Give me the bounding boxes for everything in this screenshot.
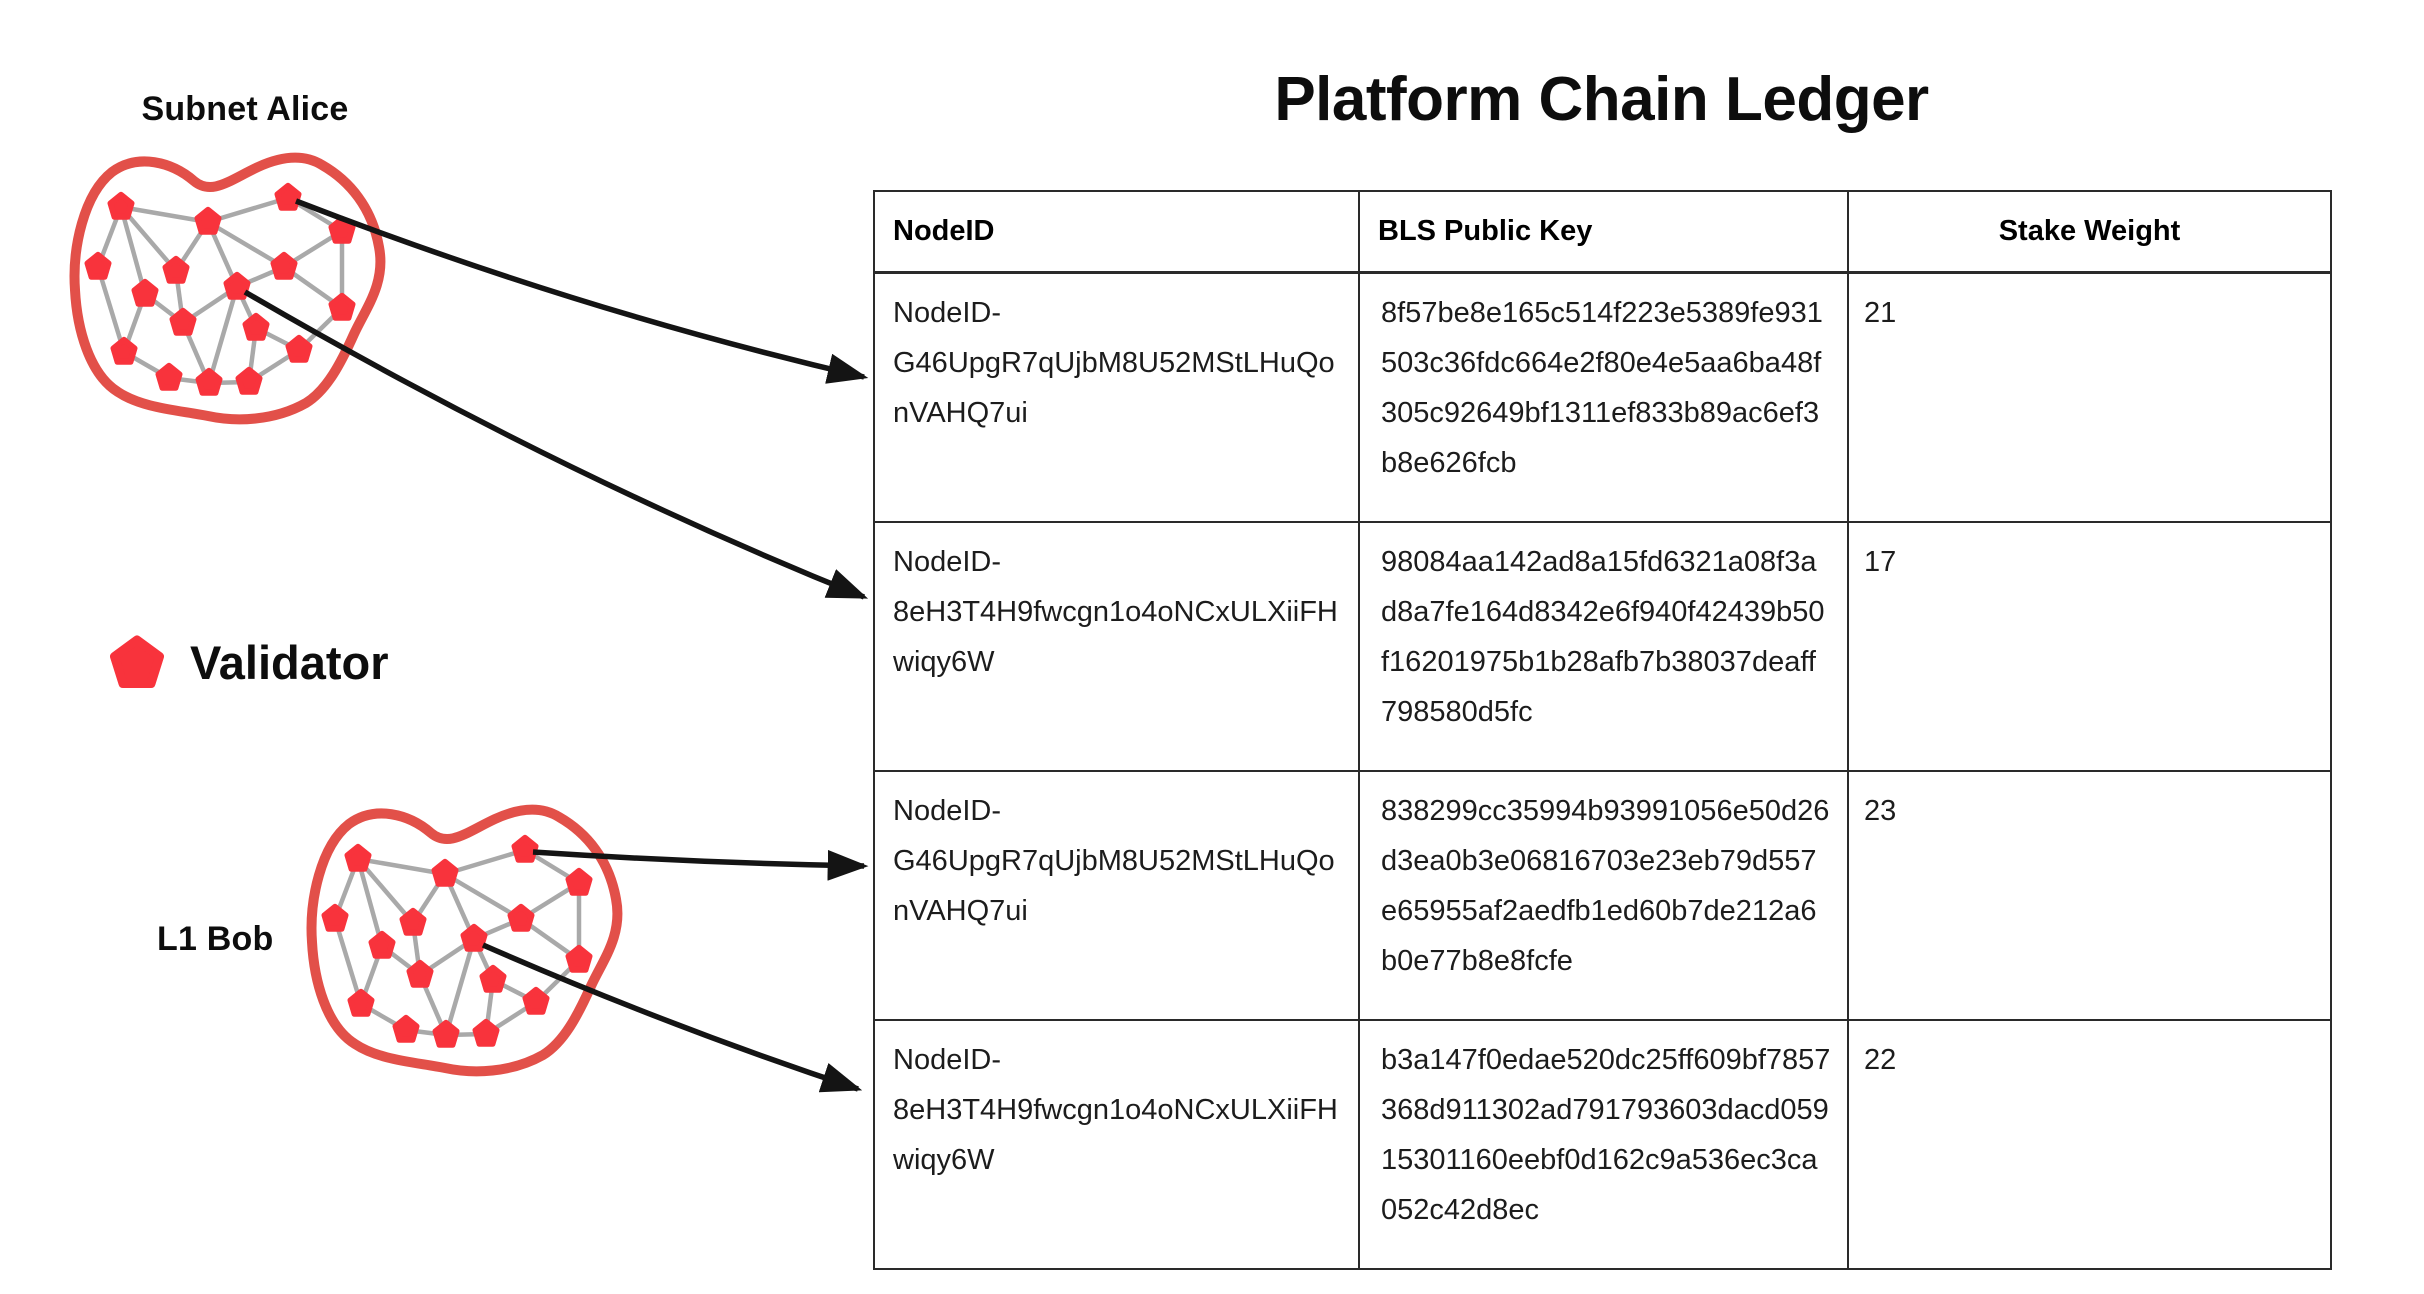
l1-bob-network bbox=[306, 804, 623, 1077]
network-edge bbox=[443, 938, 477, 1036]
network-edge bbox=[332, 918, 364, 1005]
l1-bob-boundary bbox=[306, 804, 623, 1077]
validator-node-icon bbox=[328, 292, 356, 321]
platform-chain-ledger-table: NodeID BLS Public Key Stake Weight NodeI… bbox=[873, 190, 2332, 1270]
stake-weight-cell: 22 bbox=[1847, 1019, 2332, 1270]
validator-node-icon bbox=[270, 251, 298, 280]
validator-node-icon bbox=[406, 959, 434, 988]
validator-node-icon bbox=[162, 255, 190, 284]
arrow-alice-node1-to-row1 bbox=[295, 198, 869, 384]
col-header-bls-public-key: BLS Public Key bbox=[1358, 190, 1849, 274]
stake-weight-cell: 21 bbox=[1847, 271, 2332, 523]
validator-node-icon bbox=[565, 944, 593, 973]
validator-node-icon bbox=[344, 843, 372, 872]
validator-node-icon bbox=[235, 366, 263, 395]
validator-node-icon bbox=[169, 307, 197, 336]
nodeid-cell: NodeID-8eH3T4H9fwcgn1o4oNCxULXiiFHwiqy6W bbox=[873, 521, 1360, 772]
nodeid-cell: NodeID-8eH3T4H9fwcgn1o4oNCxULXiiFHwiqy6W bbox=[873, 1019, 1360, 1270]
validator-node-icon bbox=[460, 923, 488, 952]
validator-node-icon bbox=[511, 834, 539, 863]
validator-node-icon bbox=[472, 1018, 500, 1047]
page-title: Platform Chain Ledger bbox=[1274, 65, 1929, 134]
subnet-alice-boundary bbox=[69, 152, 386, 425]
network-edge bbox=[206, 286, 240, 384]
network-edge bbox=[355, 858, 385, 947]
bls-public-key-cell: b3a147f0edae520dc25ff609bf7857368d911302… bbox=[1358, 1019, 1849, 1270]
network-edge bbox=[443, 872, 523, 921]
bls-public-key-cell: 98084aa142ad8a15fd6321a08f3ad8a7fe164d83… bbox=[1358, 521, 1849, 772]
pentagon-outline bbox=[110, 635, 164, 688]
validator-pentagon-icon bbox=[110, 635, 164, 688]
network-edge bbox=[95, 266, 127, 353]
l1-bob-label: L1 Bob bbox=[157, 920, 274, 958]
network-edge bbox=[357, 856, 446, 877]
validator-node-icon bbox=[368, 930, 396, 959]
validator-node-icon bbox=[392, 1014, 420, 1043]
validator-node-icon bbox=[223, 271, 251, 300]
validator-node-icon bbox=[399, 907, 427, 936]
arrow-alice-node2-to-row2 bbox=[243, 289, 869, 600]
validator-node-icon bbox=[242, 312, 270, 341]
validator-node-icon bbox=[110, 336, 138, 365]
validator-node-icon bbox=[84, 251, 112, 280]
col-header-stake-weight: Stake Weight bbox=[1847, 190, 2332, 274]
validator-node-icon bbox=[321, 903, 349, 932]
col-header-nodeid: NodeID bbox=[873, 190, 1360, 274]
subnet-alice-label: Subnet Alice bbox=[141, 90, 349, 128]
arrow-bob-node1-to-row3 bbox=[532, 849, 869, 881]
validator-node-icon bbox=[194, 206, 222, 235]
network-edge bbox=[120, 204, 209, 225]
table-row: NodeID-8eH3T4H9fwcgn1o4oNCxULXiiFHwiqy6W… bbox=[873, 1019, 2332, 1270]
validator-node-icon bbox=[432, 1019, 460, 1048]
validator-legend-label: Validator bbox=[190, 635, 389, 689]
stake-weight-cell: 23 bbox=[1847, 770, 2332, 1021]
table-row: NodeID-G46UpgR7qUjbM8U52MStLHuQonVAHQ7ui… bbox=[873, 770, 2332, 1021]
validator-node-icon bbox=[431, 858, 459, 887]
validator-legend: Validator bbox=[110, 634, 389, 690]
validator-node-icon bbox=[107, 191, 135, 220]
validator-node-icon bbox=[274, 182, 302, 211]
table-header-row: NodeID BLS Public Key Stake Weight bbox=[873, 190, 2332, 274]
nodeid-cell: NodeID-G46UpgR7qUjbM8U52MStLHuQonVAHQ7ui bbox=[873, 271, 1360, 523]
validator-node-icon bbox=[347, 988, 375, 1017]
validator-node-icon bbox=[479, 964, 507, 993]
table-row: NodeID-8eH3T4H9fwcgn1o4oNCxULXiiFHwiqy6W… bbox=[873, 521, 2332, 772]
validator-node-icon bbox=[155, 362, 183, 391]
validator-node-icon bbox=[195, 367, 223, 396]
subnet-alice-network bbox=[69, 152, 386, 425]
validator-node-icon bbox=[565, 867, 593, 896]
stake-weight-cell: 17 bbox=[1847, 521, 2332, 772]
validator-node-icon bbox=[328, 215, 356, 244]
network-edge bbox=[118, 206, 148, 295]
validator-node-icon bbox=[131, 278, 159, 307]
nodeid-cell: NodeID-G46UpgR7qUjbM8U52MStLHuQonVAHQ7ui bbox=[873, 770, 1360, 1021]
validator-node-icon bbox=[285, 334, 313, 363]
table-row: NodeID-G46UpgR7qUjbM8U52MStLHuQonVAHQ7ui… bbox=[873, 271, 2332, 523]
validator-node-icon bbox=[522, 986, 550, 1015]
network-edge bbox=[206, 220, 286, 269]
bls-public-key-cell: 8f57be8e165c514f223e5389fe931503c36fdc66… bbox=[1358, 271, 1849, 523]
bls-public-key-cell: 838299cc35994b93991056e50d26d3ea0b3e0681… bbox=[1358, 770, 1849, 1021]
validator-node-icon bbox=[507, 903, 535, 932]
arrow-bob-node2-to-row4 bbox=[481, 942, 863, 1093]
